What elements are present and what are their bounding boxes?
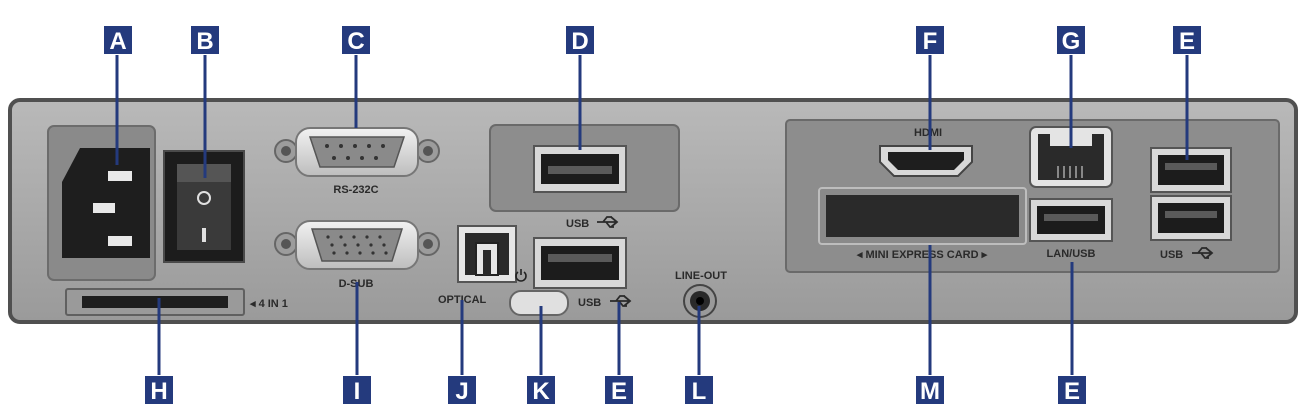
svg-text:F: F (923, 28, 938, 55)
power-icon (515, 269, 527, 282)
svg-text:H: H (150, 378, 167, 405)
callout-m: M (916, 376, 944, 405)
power-button[interactable] (509, 290, 569, 316)
svg-text:B: B (196, 28, 213, 55)
callout-e-top: E (1173, 26, 1201, 55)
svg-text:E: E (611, 378, 627, 405)
callout-i: I (343, 376, 371, 405)
callout-e-bottom-right: E (1058, 376, 1086, 405)
svg-text:K: K (532, 378, 550, 405)
svg-text:A: A (109, 28, 126, 55)
usb-port-center (533, 237, 627, 289)
optical-port (457, 225, 517, 283)
lan-usb-label: LAN/USB (1047, 248, 1096, 260)
svg-text:G: G (1062, 28, 1081, 55)
hdmi-label: HDMI (914, 127, 942, 139)
svg-text:E: E (1064, 378, 1080, 405)
svg-text:L: L (692, 378, 707, 405)
rs232c-port (274, 127, 440, 177)
card-reader-label: ◂ 4 IN 1 (249, 298, 288, 310)
usb-icon (597, 216, 619, 228)
callout-d: D (566, 26, 594, 55)
callout-b: B (191, 26, 219, 55)
svg-text:C: C (347, 28, 364, 55)
mini-express-card-slot (818, 187, 1027, 245)
callout-a: A (104, 26, 132, 55)
usb-label-center: USB (578, 297, 601, 309)
svg-text:J: J (455, 378, 468, 405)
callout-f: F (916, 26, 944, 55)
usb-icon (610, 295, 632, 307)
svg-text:E: E (1179, 28, 1195, 55)
usb-icon (1192, 247, 1214, 259)
svg-text:M: M (920, 378, 940, 405)
callout-k: K (527, 376, 555, 405)
mini-express-label: ◂ MINI EXPRESS CARD ▸ (856, 249, 988, 261)
callout-j: J (448, 376, 476, 405)
card-reader-slot (65, 288, 245, 316)
usb-port-top (533, 145, 627, 193)
rs232c-label: RS-232C (333, 184, 378, 196)
svg-text:D: D (571, 28, 588, 55)
usb-stack-right (1150, 147, 1232, 241)
lan-usb-port (1029, 198, 1113, 242)
callout-g: G (1057, 26, 1085, 55)
leader-lines (115, 55, 1189, 375)
hdmi-port (879, 145, 973, 177)
callout-c: C (342, 26, 370, 55)
power-inlet (47, 125, 156, 281)
line-out-jack (683, 284, 717, 318)
lan-port (1029, 126, 1113, 188)
svg-text:I: I (354, 378, 361, 405)
usb-label-right: USB (1160, 249, 1183, 261)
dsub-port (274, 220, 440, 270)
callout-e-bottom-center: E (605, 376, 633, 405)
usb-label-top: USB (566, 218, 589, 230)
callout-l: L (685, 376, 713, 405)
callout-h: H (145, 376, 173, 405)
line-out-label: LINE-OUT (675, 270, 727, 282)
